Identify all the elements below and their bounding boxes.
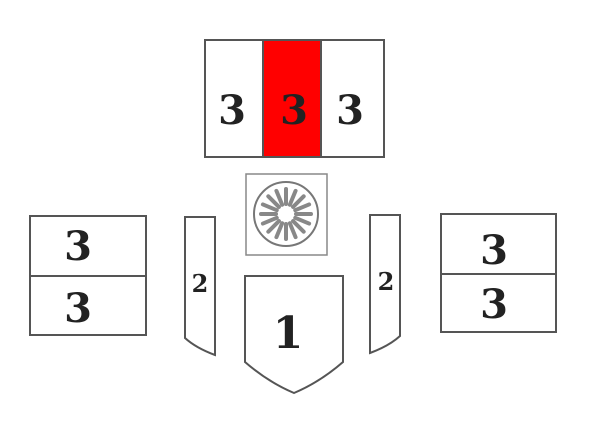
drain-slot (293, 215, 312, 226)
drain-grate-icon (245, 173, 328, 256)
right-box-bottom-cell[interactable] (440, 273, 557, 333)
center-shield[interactable] (244, 275, 344, 395)
top-cell-left[interactable] (204, 39, 264, 158)
drain-slot (293, 202, 312, 213)
drain-slot (260, 215, 279, 226)
left-box-top-cell[interactable] (29, 215, 147, 277)
left-box-bottom-cell[interactable] (29, 275, 147, 336)
top-group: 3 3 3 (204, 39, 385, 158)
right-box: 3 3 (440, 213, 557, 333)
drain-slot (291, 194, 306, 209)
drain-slot (266, 219, 281, 234)
drain-slot (274, 221, 285, 240)
left-strip-label: 2 (192, 269, 209, 298)
left-box: 3 3 (29, 215, 147, 336)
drain-slot (260, 202, 279, 213)
drain-slot (291, 219, 306, 234)
left-box-top-label: 3 (64, 223, 92, 270)
drain-slot (266, 194, 281, 209)
center-shield-label: 1 (273, 308, 304, 359)
top-cell-right-label: 3 (336, 87, 364, 134)
drain-slot (274, 188, 285, 207)
drain-slot (287, 188, 298, 207)
right-box-top-cell[interactable] (440, 213, 557, 275)
left-box-bottom-label: 3 (64, 285, 92, 332)
left-strip[interactable] (184, 216, 216, 357)
right-box-bottom-label: 3 (480, 281, 508, 328)
top-cell-center-highlighted[interactable] (262, 39, 322, 158)
top-cell-left-label: 3 (218, 87, 246, 134)
top-cell-right[interactable] (320, 39, 385, 158)
right-strip[interactable] (369, 214, 401, 355)
right-strip-label: 2 (378, 267, 395, 296)
right-box-top-label: 3 (480, 227, 508, 274)
top-cell-center-label: 3 (280, 87, 308, 134)
drain-slot (287, 221, 298, 240)
